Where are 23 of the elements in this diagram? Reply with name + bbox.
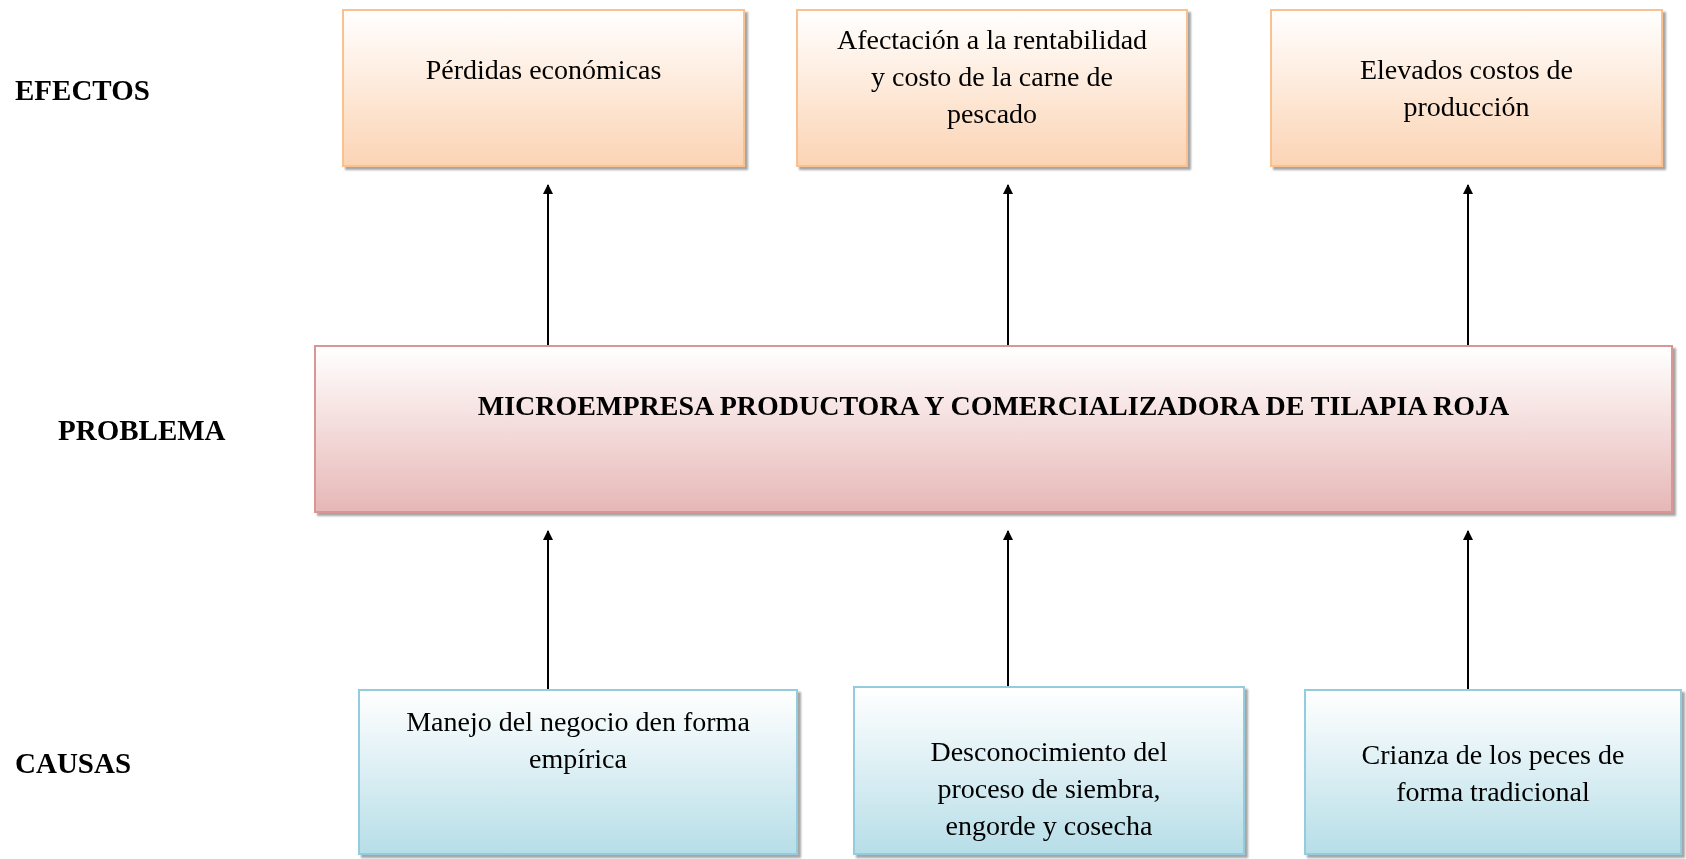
box-text: Pérdidas económicas <box>425 53 662 87</box>
row-label: EFECTOS <box>15 73 150 108</box>
arrow <box>1003 184 1013 346</box>
box-text: Manejo del negocio den forma empírica <box>405 705 751 776</box>
arrow <box>1463 184 1473 346</box>
cause-box <box>358 689 798 855</box>
effect-box <box>796 9 1188 167</box>
box-text: Afectación a la rentabilidad y costo de la carne de pescado <box>835 23 1149 131</box>
cause-box <box>853 686 1245 855</box>
effect-box <box>1270 9 1663 167</box>
arrow <box>543 530 553 690</box>
arrow <box>543 184 553 346</box>
effect-box <box>342 9 745 167</box>
row-label: CAUSAS <box>15 746 132 781</box>
cause-box <box>1304 689 1682 855</box>
arrow <box>1463 530 1473 690</box>
box-text: Desconocimiento del proceso de siembra, engorde y cosecha <box>929 735 1169 843</box>
box-text: Crianza de los peces de forma tradicional <box>1360 738 1626 809</box>
box-text: MICROEMPRESA PRODUCTORA Y COMERCIALIZADORA DE TILAPIA ROJA <box>477 389 1510 423</box>
arrow <box>1003 530 1013 687</box>
row-label: PROBLEMA <box>58 413 226 448</box>
problem-box <box>314 345 1673 513</box>
box-text: Elevados costos de producción <box>1358 53 1575 124</box>
